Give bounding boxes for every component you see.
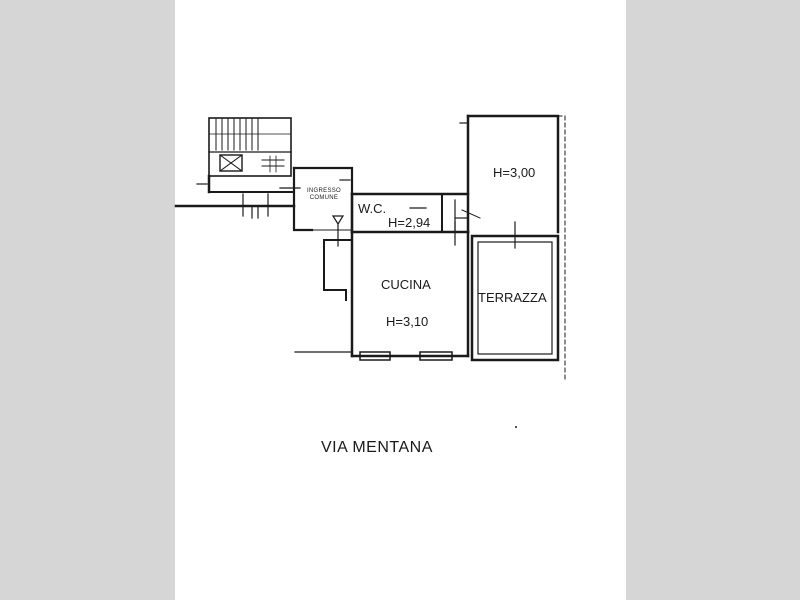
kitchen-room xyxy=(294,230,470,361)
wc-label: W.C. xyxy=(358,201,387,216)
drawing-sheet xyxy=(175,0,626,600)
terrace-label: TERRAZZA xyxy=(478,290,547,305)
kitchen-label: CUCINA xyxy=(381,277,431,292)
entrance-label: INGRESSO COMUNE xyxy=(306,188,342,202)
stairwell xyxy=(208,117,292,177)
wc-room xyxy=(350,192,481,246)
stray-mark xyxy=(515,426,517,428)
upper-room xyxy=(459,114,566,381)
terrace-room xyxy=(470,221,560,362)
entrance-label-line2: COMUNE xyxy=(309,195,339,201)
wc-height-label: H=2,94 xyxy=(388,215,431,230)
room-height-label: H=3,00 xyxy=(493,165,536,180)
entrance-label-line1: INGRESSO xyxy=(306,188,342,194)
street-name: VIA MENTANA xyxy=(321,439,433,456)
kitchen-height-label: H=3,10 xyxy=(386,314,429,329)
